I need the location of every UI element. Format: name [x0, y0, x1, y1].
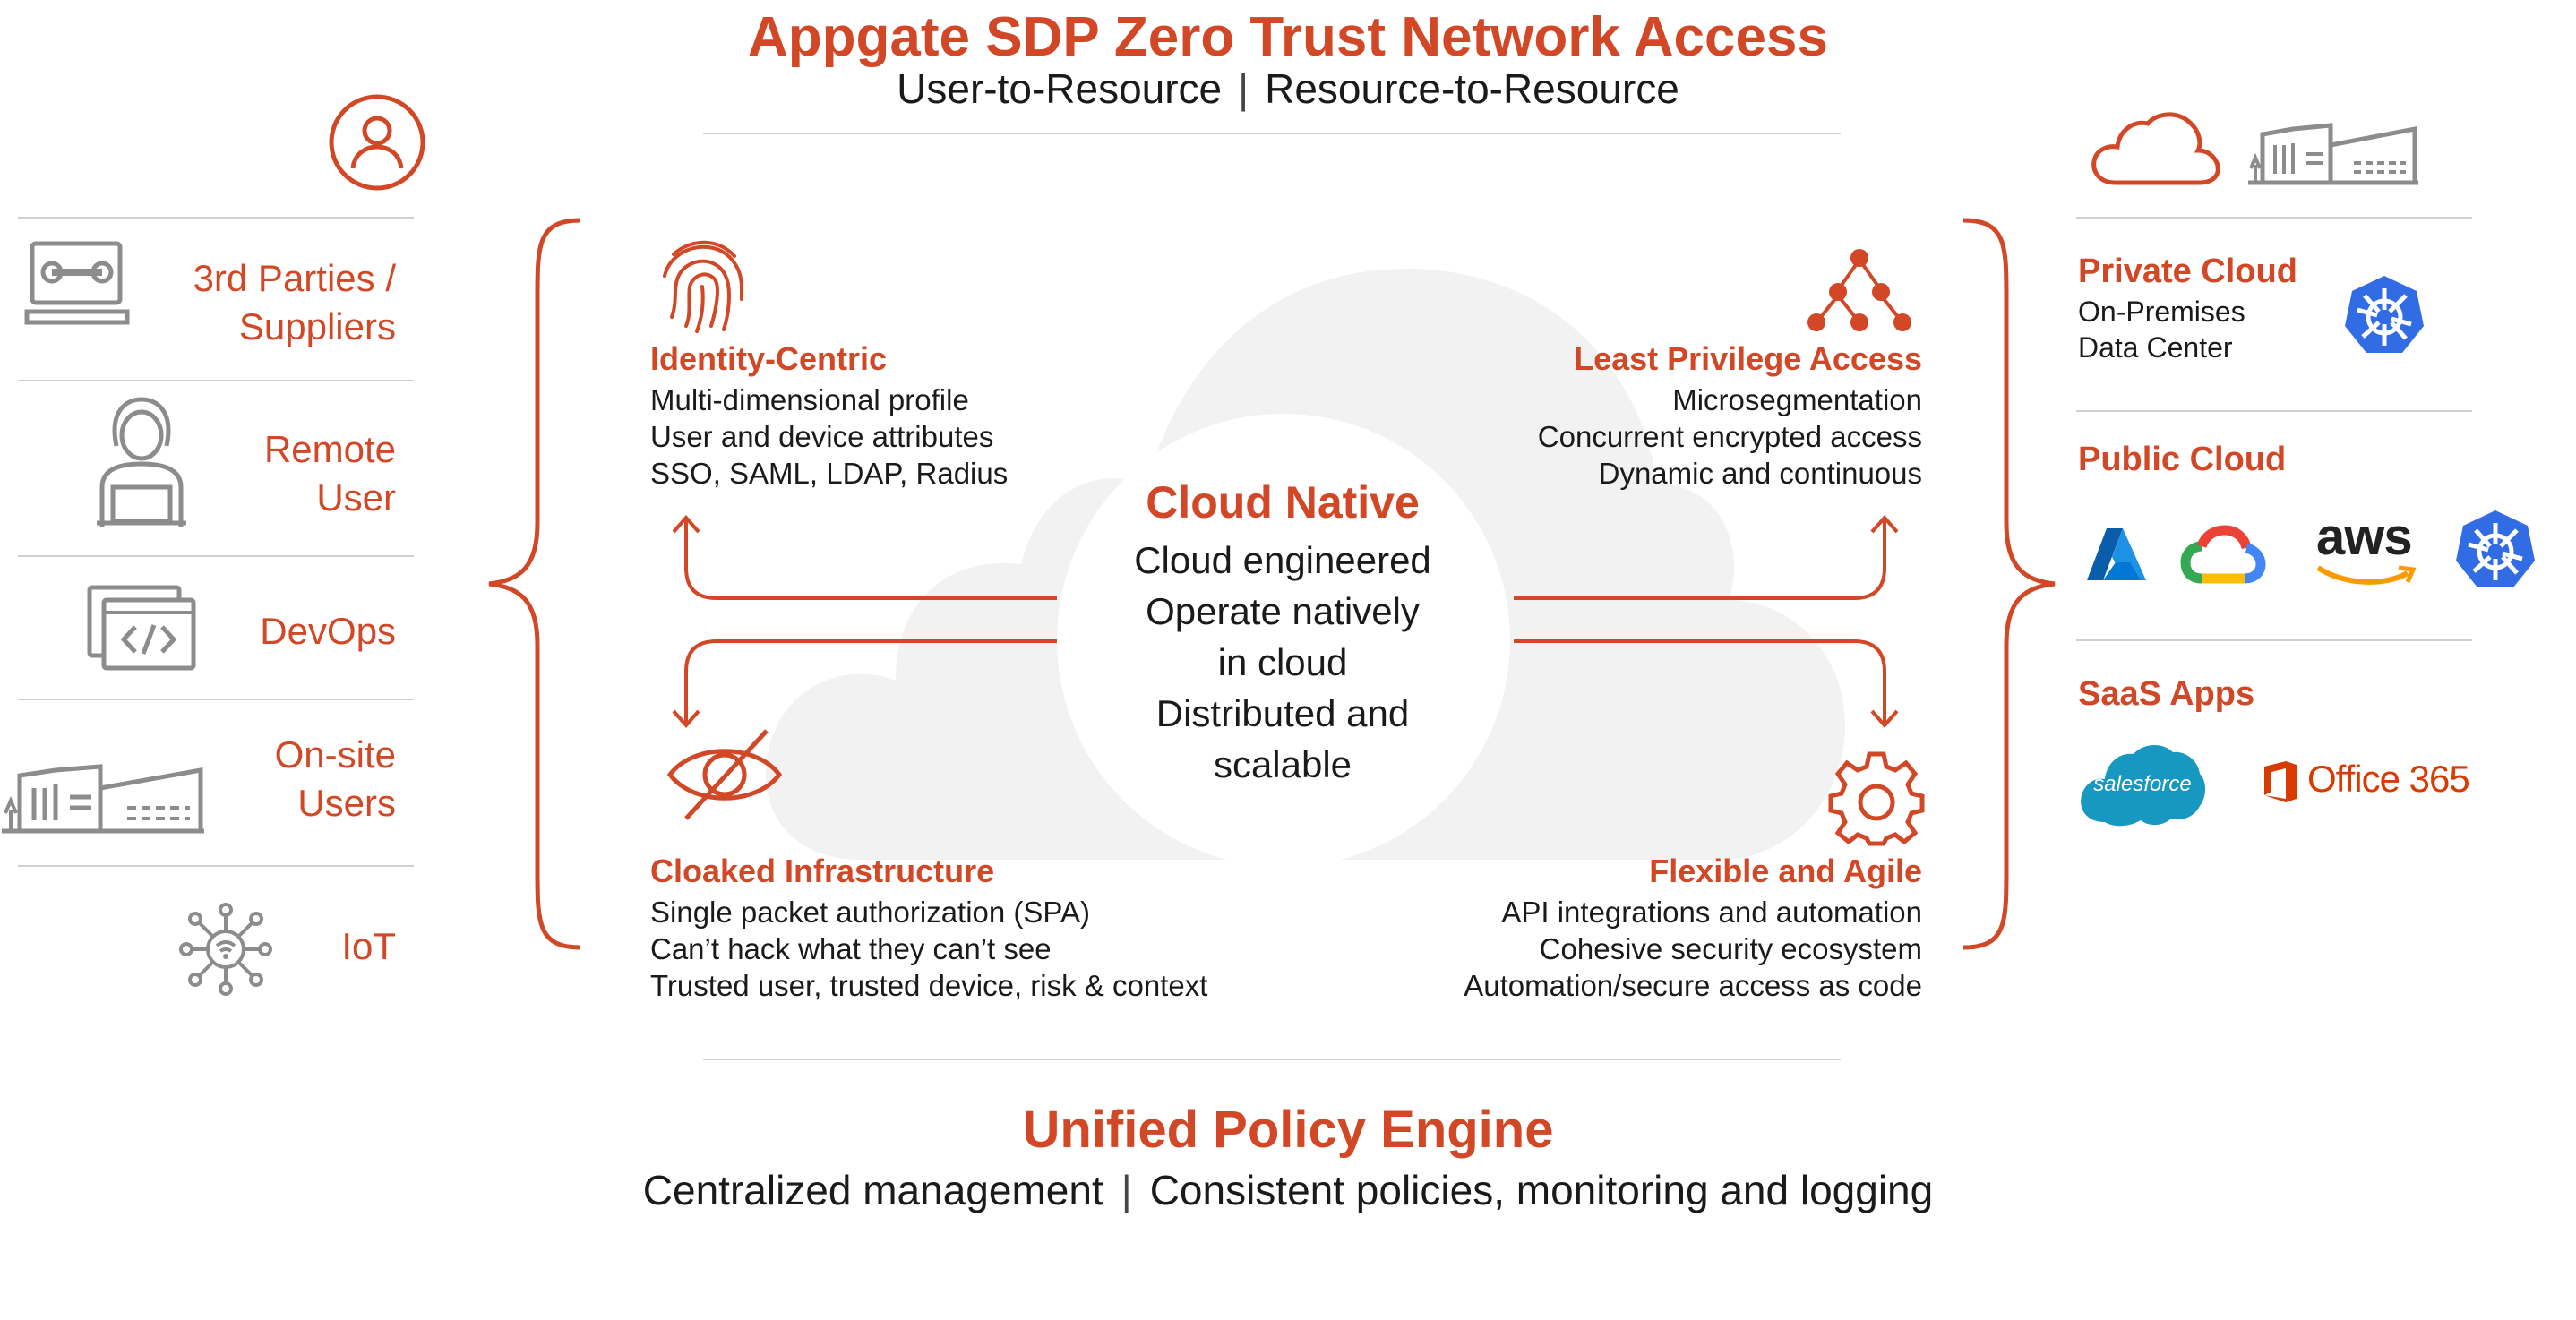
cloaked-infrastructure-title: Cloaked Infrastructure: [650, 853, 995, 889]
user-label-onsite-users: On-site Users: [134, 731, 396, 827]
cloud-outline-icon: [2091, 112, 2220, 185]
cloaked-infrastructure-line: Can’t hack what they can’t see: [650, 932, 1052, 965]
office-365-icon: [2264, 761, 2297, 802]
hierarchy-icon: [1807, 249, 1911, 331]
user-label-line: DevOps: [260, 610, 396, 652]
user-label-3rd-parties: 3rd Parties / Suppliers: [134, 254, 396, 351]
salesforce-logo-text: salesforce: [2093, 772, 2192, 796]
kubernetes-icon: [2345, 276, 2424, 353]
left-brace: [488, 218, 581, 950]
flexible-agile-line: API integrations and automation: [1501, 896, 1922, 929]
user-label-iot: IoT: [134, 922, 396, 971]
right-brace: [1962, 218, 2056, 950]
user-label-line: Users: [297, 782, 396, 824]
user-label-line: User: [316, 476, 396, 519]
private-cloud-title: Private Cloud: [2078, 253, 2297, 290]
least-privilege-title: Least Privilege Access: [1574, 340, 1922, 377]
footer-centralized-management: Centralized management: [642, 1167, 1103, 1213]
resource-divider-3: [2076, 639, 2472, 641]
google-cloud-icon: [2180, 525, 2266, 584]
user-label-remote-user: Remote User: [134, 425, 396, 522]
identity-centric-line: SSO, SAML, LDAP, Radius: [650, 457, 1009, 490]
public-cloud-title: Public Cloud: [2078, 441, 2287, 478]
footer-divider: [703, 1059, 1841, 1060]
flexible-agile-line: Automation/secure access as code: [1464, 969, 1922, 1002]
cloud-native-line: Cloud engineered: [1134, 539, 1431, 581]
resource-divider-2: [2076, 410, 2472, 412]
subtitle-user-to-resource: User-to-Resource: [897, 65, 1223, 112]
gear-icon: [1828, 751, 1925, 846]
page-subtitle: User-to-Resource | Resource-to-Resource: [0, 64, 2576, 113]
laptop-wrench-icon: [24, 241, 130, 325]
kubernetes-icon: [2456, 510, 2535, 587]
cloud-native-circle: [1057, 414, 1510, 867]
least-privilege-line: Microsegmentation: [1672, 383, 1922, 416]
remote-user-icon: [97, 397, 186, 527]
office-365-text: Office 365: [2307, 758, 2470, 800]
datacenter-building-icon: [2248, 123, 2418, 185]
footer-separator: |: [1121, 1167, 1132, 1213]
identity-centric-line: Multi-dimensional profile: [650, 383, 969, 416]
user-divider-4: [18, 699, 414, 700]
code-window-icon: [87, 585, 196, 671]
aws-smile-icon: [2316, 565, 2417, 585]
cloaked-infrastructure-line: Single packet authorization (SPA): [650, 896, 1090, 929]
cloud-native-line: in cloud: [1217, 641, 1348, 683]
unified-policy-engine-subtitle: Centralized management | Consistent polici…: [0, 1166, 2576, 1214]
cloud-native-line: Distributed and: [1155, 692, 1410, 734]
user-label-line: Suppliers: [238, 305, 396, 347]
subtitle-resource-to-resource: Resource-to-Resource: [1265, 65, 1679, 112]
flexible-agile-line: Cohesive security ecosystem: [1539, 932, 1922, 965]
private-cloud-line: Data Center: [2078, 331, 2233, 364]
footer-consistent-policies: Consistent policies, monitoring and logg…: [1149, 1167, 1934, 1213]
identity-centric-title: Identity-Centric: [650, 340, 888, 377]
identity-centric-line: User and device attributes: [650, 420, 994, 453]
cloud-native-line: Operate natively: [1146, 590, 1420, 632]
aws-logo-text: aws: [2316, 508, 2413, 566]
user-divider-5: [18, 865, 414, 867]
resource-divider-1: [2076, 217, 2472, 219]
saas-apps-title: SaaS Apps: [2078, 675, 2255, 713]
user-circle-icon: [329, 94, 425, 191]
cloaked-infrastructure-line: Trusted user, trusted device, risk & con…: [650, 969, 1208, 1002]
unified-policy-engine-title: Unified Policy Engine: [1022, 1101, 1554, 1159]
cloud-native-line: scalable: [1213, 743, 1352, 785]
least-privilege-line: Dynamic and continuous: [1598, 457, 1922, 490]
flexible-agile-title: Flexible and Agile: [1649, 853, 1922, 889]
fingerprint-icon: [663, 240, 743, 333]
eye-slash-icon: [666, 729, 783, 820]
header-divider: [703, 133, 1841, 134]
user-divider-2: [18, 380, 414, 381]
azure-icon: [2087, 528, 2146, 580]
user-divider-1: [18, 217, 414, 219]
subtitle-separator: |: [1238, 65, 1249, 112]
iot-network-icon: [179, 903, 272, 996]
user-label-line: Remote: [263, 428, 396, 470]
user-label-devops: DevOps: [134, 607, 396, 656]
user-label-line: 3rd Parties /: [193, 257, 396, 299]
user-divider-3: [18, 555, 414, 557]
salesforce-logo: [2081, 744, 2205, 827]
least-privilege-line: Concurrent encrypted access: [1537, 420, 1922, 453]
private-cloud-line: On-Premises: [2078, 296, 2245, 328]
user-label-line: On-site: [274, 733, 396, 776]
page-title: Appgate SDP Zero Trust Network Access: [748, 6, 1828, 68]
user-label-line: IoT: [341, 925, 396, 967]
office-building-icon: [2, 764, 204, 834]
cloud-native-title: Cloud Native: [1146, 477, 1420, 527]
